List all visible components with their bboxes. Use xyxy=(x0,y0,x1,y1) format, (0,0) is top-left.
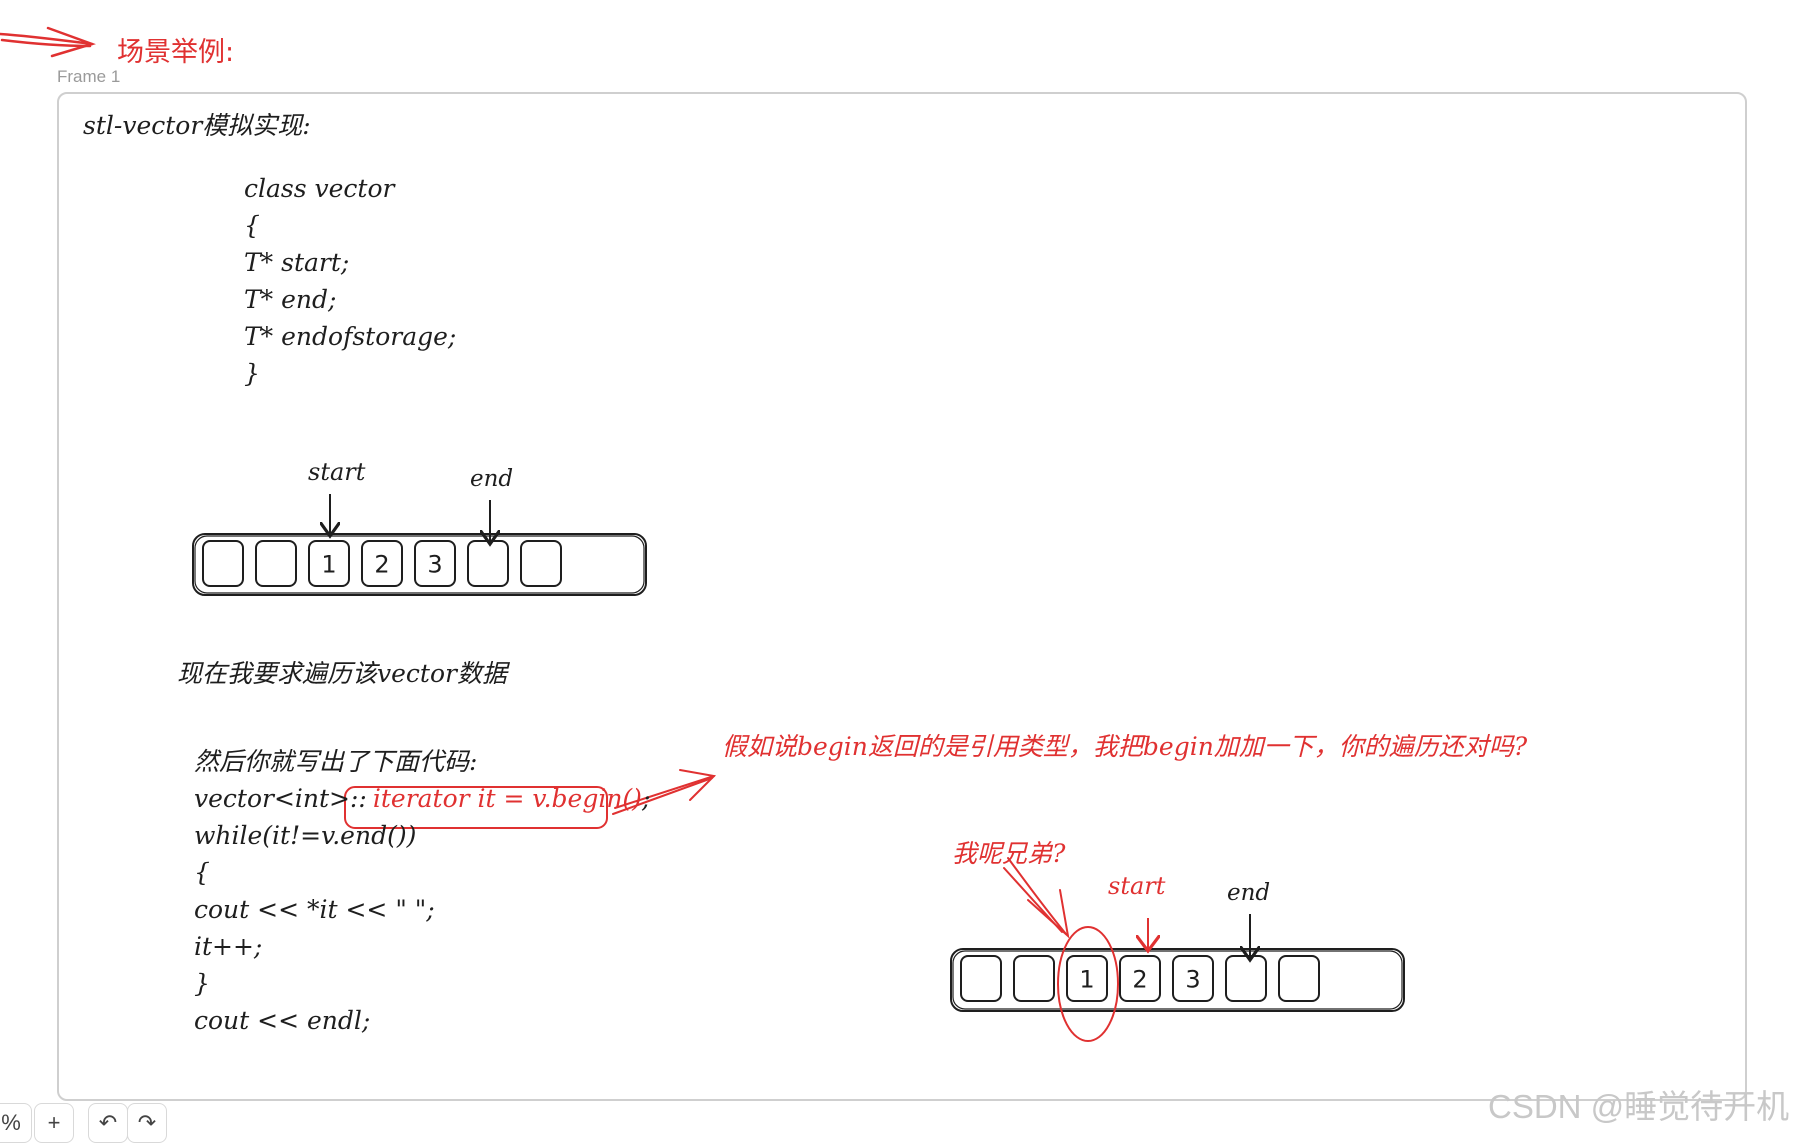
heading-label: 场景举例: xyxy=(117,37,235,68)
array-cell-value: 2 xyxy=(374,551,389,579)
array-cell-value: 1 xyxy=(1079,966,1094,994)
array-cell-value: 3 xyxy=(427,551,442,579)
code-line: } xyxy=(244,359,260,388)
array-cell xyxy=(520,540,562,587)
code-line: T* end; xyxy=(244,285,337,314)
code-line: cout << *it << " "; xyxy=(194,895,435,924)
array-cell xyxy=(308,540,350,587)
code-line: { xyxy=(244,211,260,240)
code-line: class vector xyxy=(244,174,395,203)
code-line: it++; xyxy=(194,932,263,961)
array-cell xyxy=(1013,955,1055,1002)
array-cell-value: 2 xyxy=(1132,966,1147,994)
array-cell xyxy=(1172,955,1214,1002)
code-line: T* endofstorage; xyxy=(244,322,457,351)
orphan-circle xyxy=(1057,926,1119,1042)
question-arrow xyxy=(1003,857,1070,939)
iterator-highlight xyxy=(344,786,608,829)
array-cell xyxy=(1066,955,1108,1002)
heading-arrow xyxy=(0,26,96,58)
code-prefix: vector<int>:: xyxy=(194,784,367,813)
code-line: while(it!=v.end()) xyxy=(194,821,417,850)
traverse-text: 现在我要求遍历该vector数据 xyxy=(177,659,507,688)
end-label: end xyxy=(1227,880,1271,906)
start-label: start xyxy=(1108,872,1166,900)
frame-container[interactable] xyxy=(57,92,1747,1101)
code-line: } xyxy=(194,969,210,998)
code-suffix: ; xyxy=(641,784,651,813)
start-label: start xyxy=(308,458,366,486)
array-cell xyxy=(1119,955,1161,1002)
array-cell-value: 1 xyxy=(321,551,336,579)
undo-button[interactable]: ↶ xyxy=(88,1103,128,1143)
array-cell xyxy=(414,540,456,587)
zoom-level[interactable]: % xyxy=(0,1103,32,1143)
watermark: CSDN @睡觉待开机 xyxy=(1488,1088,1790,1125)
vector-diagram-1: 1 2 3 xyxy=(192,494,647,596)
frame-label[interactable]: Frame 1 xyxy=(57,67,121,86)
code-line: { xyxy=(194,858,210,887)
code-line: cout << endl; xyxy=(194,1006,371,1035)
annotation-arrow xyxy=(612,769,717,815)
section-title: stl-vector模拟实现: xyxy=(83,111,311,140)
code-line-iterator: vector<int>::iterator it = v.begin(); xyxy=(194,780,650,817)
code-line: T* start; xyxy=(244,248,350,277)
array-outline xyxy=(192,533,647,596)
zoom-in-button[interactable]: + xyxy=(34,1103,74,1143)
array-cell xyxy=(1278,955,1320,1002)
class-code-block: class vector { T* start; T* end; T* endo… xyxy=(244,170,456,392)
array-cell xyxy=(960,955,1002,1002)
array-cell xyxy=(361,540,403,587)
array-cell xyxy=(202,540,244,587)
code-intro: 然后你就写出了下面代码: xyxy=(194,747,478,776)
array-cell xyxy=(255,540,297,587)
redo-button[interactable]: ↷ xyxy=(127,1103,167,1143)
code-highlight: iterator it = v.begin() xyxy=(372,784,642,813)
end-label: end xyxy=(470,466,514,492)
annotation-text: 假如说begin返回的是引用类型，我把begin加加一下，你的遍历还对吗? xyxy=(722,732,1528,761)
question-label: 我呢兄弟? xyxy=(952,839,1066,868)
array-cell-value: 3 xyxy=(1185,966,1200,994)
array-outline xyxy=(950,948,1405,1012)
loop-code-block: 然后你就写出了下面代码: vector<int>::iterator it = … xyxy=(194,743,650,1039)
vector-diagram-2: 1 2 3 xyxy=(950,857,1405,1042)
